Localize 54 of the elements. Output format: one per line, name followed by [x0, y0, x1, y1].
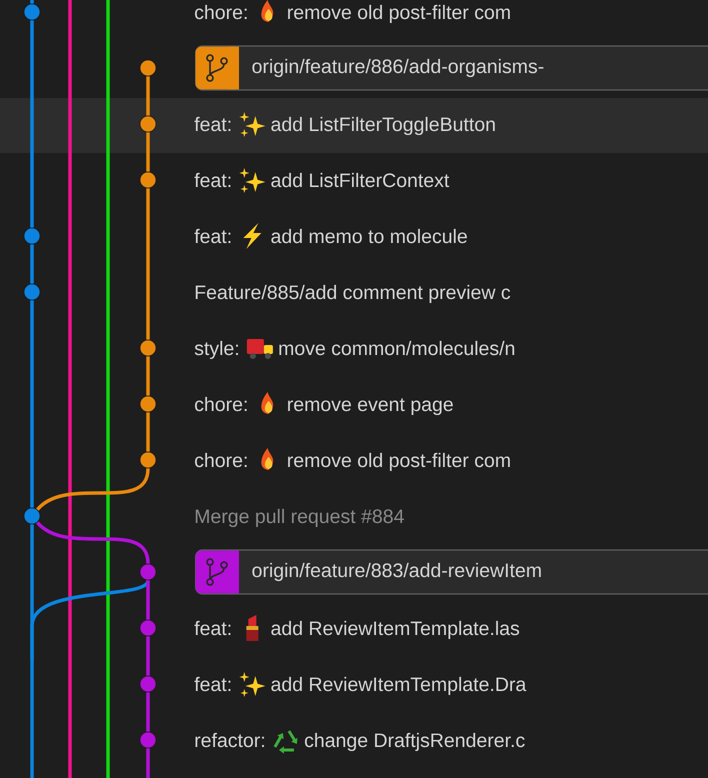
- graph-line: [30, 300, 34, 508]
- commit-message: Feature/885/add comment preview c: [196, 284, 510, 304]
- commit-message: add ListFilterContext: [271, 172, 450, 188]
- commit-dot: [140, 564, 156, 580]
- graph-line: [146, 132, 150, 172]
- graph-line: [36, 521, 150, 564]
- graph-line: [30, 244, 34, 284]
- graph-line: [146, 412, 150, 452]
- commit-message: refactor:: [196, 732, 264, 748]
- graph-line: [146, 636, 150, 676]
- commit-message: feat:: [194, 228, 230, 244]
- commit-message: chore:: [195, 4, 247, 20]
- branch-badge: origin/feature/886/add-organisms-: [195, 45, 708, 91]
- graph-line: [146, 748, 150, 778]
- commit-message: add ReviewItemTemplate.Dra: [271, 676, 526, 696]
- commit-dot: [140, 116, 156, 132]
- graph-line: [30, 524, 34, 778]
- commit-dot: [140, 60, 156, 76]
- commit-message: style:: [194, 340, 238, 360]
- commit-message: remove event page: [288, 398, 453, 416]
- commit-dot: [140, 732, 156, 748]
- commit-message: feat:: [194, 620, 230, 636]
- graph-line: [30, 20, 34, 228]
- commit-message: chore:: [195, 396, 247, 412]
- commit-message: add ReviewItemTemplate.las: [271, 620, 520, 640]
- commit-message: change DraftjsRenderer.c: [304, 732, 525, 752]
- commit-dot: [24, 228, 40, 244]
- commit-message: add ListFilterToggleButton: [271, 116, 495, 136]
- commit-message: Merge pull request #884: [196, 508, 404, 528]
- commit-dot: [140, 452, 156, 468]
- commit-message: feat:: [194, 116, 230, 132]
- commit-message: feat:: [194, 676, 230, 692]
- graph-line: [146, 580, 150, 620]
- commit-dot: [140, 340, 156, 356]
- commit-message: move common/molecules/n: [279, 340, 514, 356]
- commit-dot: [24, 4, 40, 20]
- commit-dot: [24, 284, 40, 300]
- commit-dot: [140, 172, 156, 188]
- commit-message: add memo to molecule: [271, 228, 467, 244]
- commit-dot: [24, 508, 40, 524]
- commit-message: feat:: [194, 172, 230, 188]
- branch-badge: origin/feature/883/add-reviewItem: [195, 549, 708, 595]
- commit-dot: [140, 396, 156, 412]
- graph-line: [146, 76, 150, 116]
- commit-dot: [140, 676, 156, 692]
- commit-message: remove old post-filter com: [288, 4, 510, 24]
- commit-dot: [140, 620, 156, 636]
- graph-line: [146, 692, 150, 732]
- graph-line: [146, 188, 150, 340]
- graph-line: [30, 0, 34, 4]
- graph-line: [146, 356, 150, 396]
- graph-line: [36, 468, 150, 511]
- commit-message: chore:: [195, 452, 247, 468]
- commit-message: remove old post-filter com: [288, 452, 510, 472]
